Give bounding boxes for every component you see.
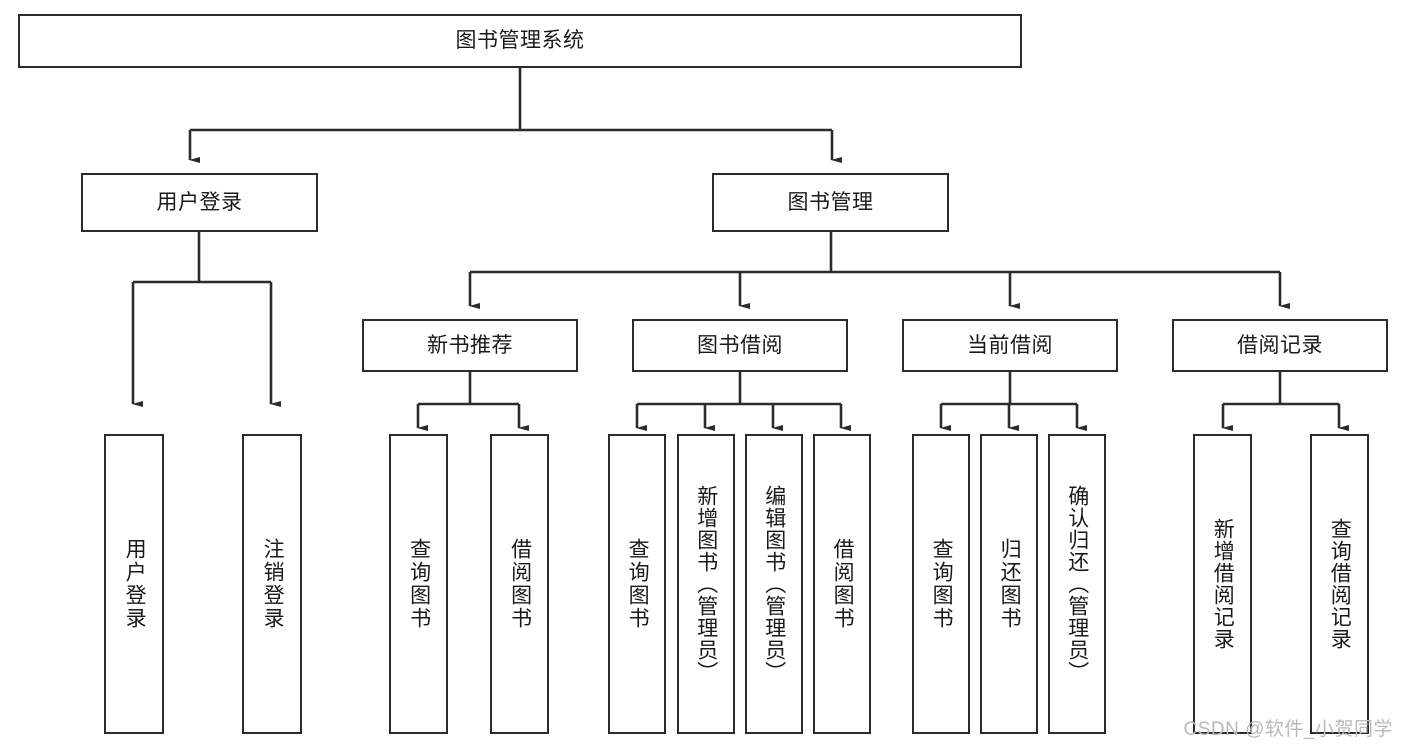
node-leaf-edit-book[interactable]: 编辑图书（管理员） bbox=[745, 434, 803, 734]
node-leaf-borrow-book-2[interactable]: 借阅图书 bbox=[813, 434, 871, 734]
node-new-book-recommend-label: 新书推荐 bbox=[427, 333, 513, 357]
node-leaf-add-book-label: 新增图书（管理员） bbox=[694, 485, 718, 683]
node-leaf-add-record[interactable]: 新增借阅记录 bbox=[1193, 434, 1252, 734]
node-leaf-borrow-book-1[interactable]: 借阅图书 bbox=[490, 434, 549, 734]
node-leaf-query-book-3[interactable]: 查询图书 bbox=[912, 434, 970, 734]
node-leaf-edit-book-label: 编辑图书（管理员） bbox=[762, 485, 786, 683]
node-leaf-confirm-return-label: 确认归还（管理员） bbox=[1065, 485, 1089, 683]
node-leaf-add-book[interactable]: 新增图书（管理员） bbox=[677, 434, 735, 734]
node-root[interactable]: 图书管理系统 bbox=[18, 14, 1022, 68]
node-leaf-borrow-book-2-label: 借阅图书 bbox=[831, 538, 855, 630]
node-leaf-user-login[interactable]: 用户登录 bbox=[104, 434, 164, 734]
node-leaf-borrow-book-1-label: 借阅图书 bbox=[508, 538, 532, 630]
node-current-borrow[interactable]: 当前借阅 bbox=[902, 319, 1118, 372]
node-user-login-label: 用户登录 bbox=[156, 190, 243, 214]
node-leaf-query-book-1[interactable]: 查询图书 bbox=[389, 434, 448, 734]
node-borrow-record[interactable]: 借阅记录 bbox=[1172, 319, 1388, 372]
node-leaf-query-book-1-label: 查询图书 bbox=[407, 538, 431, 630]
node-borrow-record-label: 借阅记录 bbox=[1237, 333, 1323, 357]
node-leaf-user-logout[interactable]: 注销登录 bbox=[242, 434, 302, 734]
node-leaf-user-login-label: 用户登录 bbox=[123, 538, 147, 630]
node-leaf-return-book-label: 归还图书 bbox=[998, 538, 1022, 630]
node-user-login[interactable]: 用户登录 bbox=[81, 173, 318, 232]
node-leaf-confirm-return[interactable]: 确认归还（管理员） bbox=[1048, 434, 1106, 734]
node-book-borrow-label: 图书借阅 bbox=[697, 333, 783, 357]
node-leaf-query-book-3-label: 查询图书 bbox=[930, 538, 954, 630]
node-leaf-query-record[interactable]: 查询借阅记录 bbox=[1310, 434, 1369, 734]
node-book-manage-label: 图书管理 bbox=[787, 190, 874, 214]
node-leaf-query-book-2[interactable]: 查询图书 bbox=[608, 434, 666, 734]
watermark-text: CSDN @软件_小贺同学 bbox=[1183, 719, 1393, 740]
node-book-borrow[interactable]: 图书借阅 bbox=[632, 319, 848, 372]
node-new-book-recommend[interactable]: 新书推荐 bbox=[362, 319, 578, 372]
node-leaf-query-record-label: 查询借阅记录 bbox=[1328, 518, 1352, 650]
node-leaf-add-record-label: 新增借阅记录 bbox=[1211, 518, 1235, 650]
node-leaf-query-book-2-label: 查询图书 bbox=[626, 538, 650, 630]
node-leaf-return-book[interactable]: 归还图书 bbox=[980, 434, 1038, 734]
node-book-manage[interactable]: 图书管理 bbox=[712, 173, 949, 232]
node-leaf-user-logout-label: 注销登录 bbox=[261, 538, 285, 630]
node-root-label: 图书管理系统 bbox=[455, 29, 585, 53]
node-current-borrow-label: 当前借阅 bbox=[967, 333, 1053, 357]
